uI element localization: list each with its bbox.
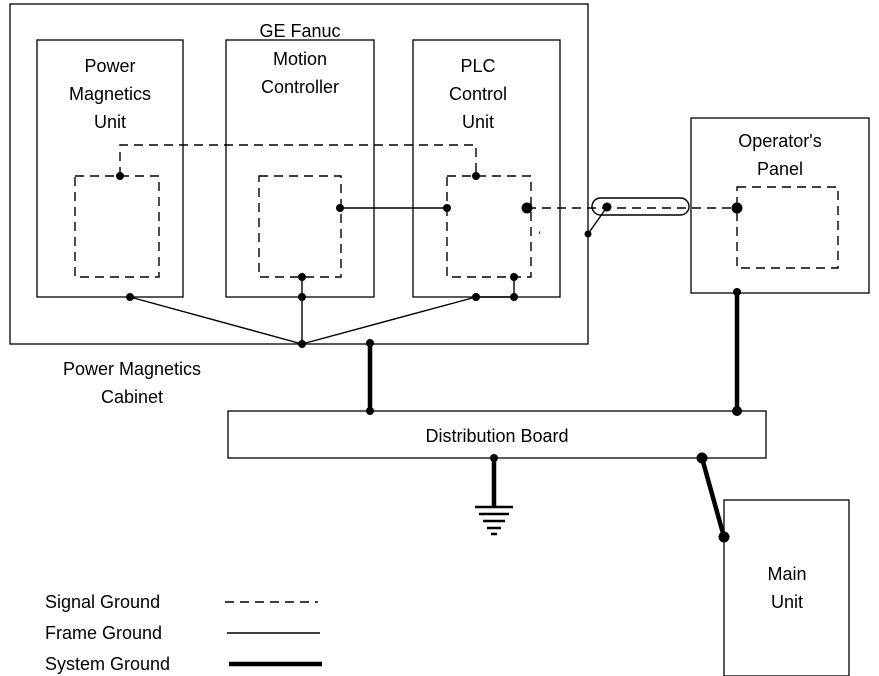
- gfmc-label-line-3: Controller: [261, 77, 339, 97]
- cabinet-label-line-1: Power Magnetics: [63, 359, 201, 379]
- frame-plc-to-star: [301, 296, 477, 345]
- motion-controller-box: [225, 39, 375, 298]
- connection-dots: [116, 172, 743, 543]
- op-panel-signal-area: [736, 186, 839, 269]
- shield-drain-line: [587, 206, 608, 235]
- main-unit-box: [723, 499, 850, 676]
- plc-tick-mark: ˈ: [537, 230, 542, 247]
- pmu-label-line-3: Unit: [94, 112, 126, 132]
- legend-system-label: System Ground: [45, 654, 170, 674]
- plc-signal-area: [446, 175, 532, 278]
- earth-ground-symbol: [475, 505, 513, 536]
- operators-panel-box: [690, 117, 870, 294]
- plc-label-line-3: Unit: [462, 112, 494, 132]
- pmu-label-line-2: Magnetics: [69, 84, 151, 104]
- distribution-board-label: Distribution Board: [425, 426, 568, 446]
- legend-frame-label: Frame Ground: [45, 623, 162, 643]
- op-panel-label-line-2: Panel: [757, 159, 803, 179]
- cabinet-label-line-2: Cabinet: [101, 387, 163, 407]
- main-unit-label-line-2: Unit: [771, 592, 803, 612]
- plc-label-line-1: PLC: [460, 56, 495, 76]
- legend: Signal Ground Frame Ground System Ground: [45, 592, 322, 674]
- plc-label-line-2: Control: [449, 84, 507, 104]
- pmu-label-line-1: Power: [84, 56, 135, 76]
- pmu-signal-area: [74, 175, 160, 278]
- frame-pmu-to-star: [129, 296, 303, 345]
- gfmc-label-line-2: Motion: [273, 49, 327, 69]
- system-ground-board-to-main: [699, 457, 727, 538]
- plc-control-unit-box: [412, 39, 561, 298]
- legend-signal-label: Signal Ground: [45, 592, 160, 612]
- gfmc-label-line-1: GE Fanuc: [259, 21, 340, 41]
- op-panel-label-line-1: Operator's: [738, 131, 821, 151]
- power-magnetics-unit-box: [36, 39, 184, 298]
- main-unit-label-line-1: Main: [767, 564, 806, 584]
- cable-shield-loop: [591, 197, 690, 216]
- gfmc-signal-area: [258, 175, 342, 278]
- signal-ground-top-link: [119, 144, 477, 176]
